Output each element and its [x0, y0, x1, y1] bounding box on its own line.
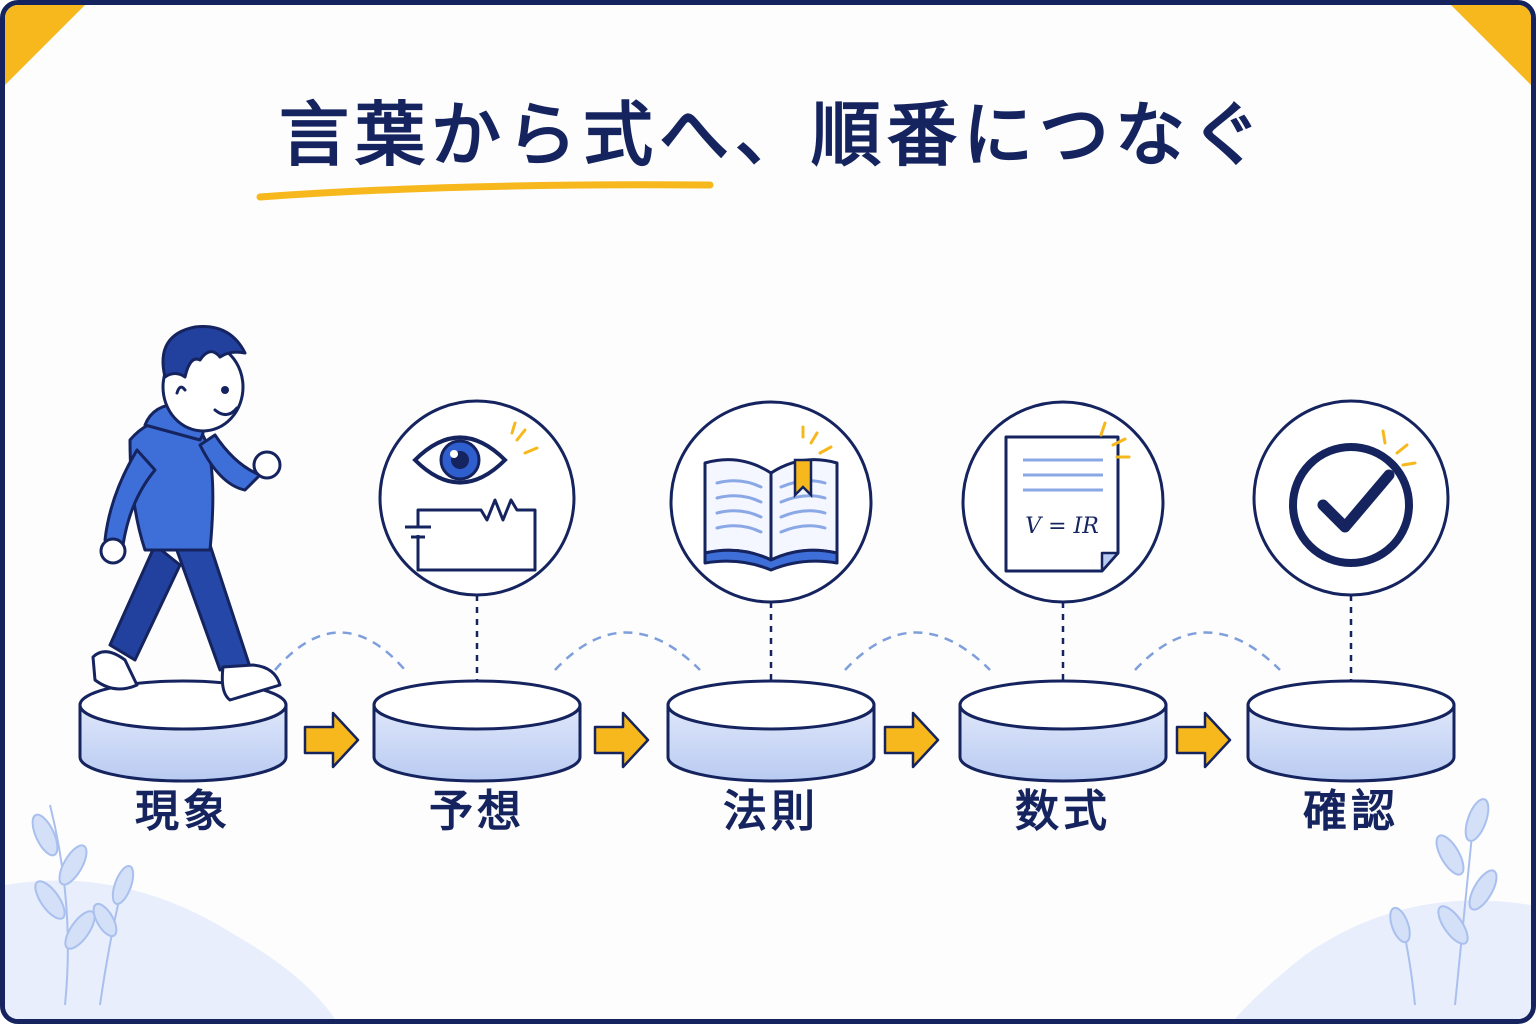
step-label-1: 現象 [135, 786, 231, 837]
platform-3 [666, 679, 876, 783]
arrow-2-icon [593, 711, 650, 769]
formula-text: V = IR [1025, 514, 1099, 539]
formula-document-icon: V = IR [961, 400, 1165, 604]
title-underline [256, 181, 714, 201]
process-diagram: V = IR [5, 325, 1531, 1019]
platform-2 [372, 679, 582, 783]
step-label-5: 確認 [1303, 786, 1399, 837]
open-book-icon [669, 400, 873, 604]
plant-right-icon [1389, 798, 1498, 1006]
arrow-3-icon [883, 711, 940, 769]
step-label-3: 法則 [723, 786, 819, 837]
plant-left-icon [31, 804, 135, 1006]
platform-5 [1246, 679, 1456, 783]
dashed-connectors [274, 631, 1281, 671]
platform-1 [78, 679, 288, 783]
icon-drop-lines [475, 595, 1353, 695]
check-circle-icon [1252, 399, 1450, 597]
platform-4 [958, 679, 1168, 783]
ground-decoration-right [1235, 900, 1531, 1019]
step-label-4: 数式 [1015, 786, 1111, 837]
arrow-4-icon [1175, 711, 1232, 769]
eye-circuit-icon [378, 399, 576, 597]
walking-person-icon [91, 325, 282, 702]
step-label-2: 予想 [429, 786, 525, 837]
page-title: 言葉から式へ、順番につなぐ [279, 94, 1267, 176]
platforms [78, 679, 1456, 783]
corner-accent-right [1451, 5, 1531, 85]
step-arrows [303, 711, 1232, 769]
arrow-1-icon [303, 711, 360, 769]
corner-accent-left [5, 5, 85, 85]
